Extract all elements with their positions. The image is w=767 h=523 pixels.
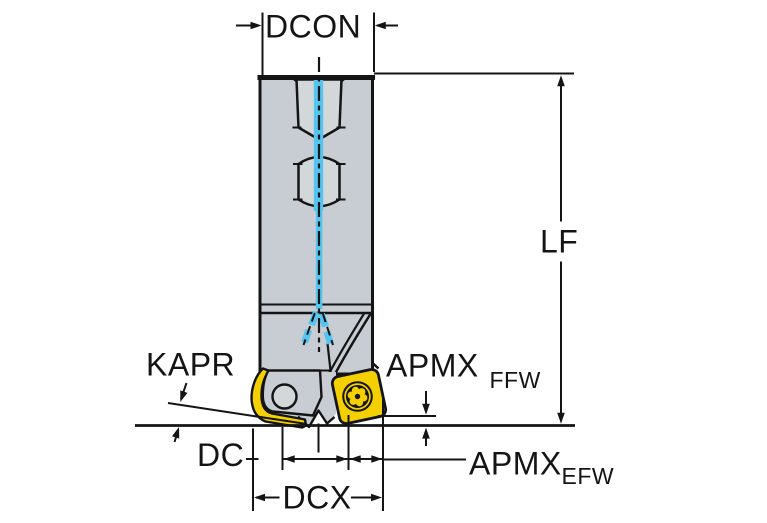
kapr-arrow-upper [180,390,188,402]
centerline [317,57,321,453]
dcon-label: DCON [265,9,361,45]
apmx-ffw-arrow-up [422,427,430,439]
right-insert [330,368,388,425]
apmx-ffw-dimension: APMX FFW [386,348,541,446]
head-corner-chamfer [371,361,380,370]
lf-dimension: LF [374,72,578,424]
lf-arrow-up [557,75,565,87]
dcx-extension-lines [252,399,384,511]
left-insert [250,367,323,429]
apmx-efw-label: APMX [469,446,562,482]
dc-arrow-left [283,455,295,463]
apmx-efw-arrow-left [349,455,361,463]
torx-screw [342,381,373,412]
coolant-branch-right [318,312,334,345]
dcx-label: DCX [283,480,352,516]
kapr-arrow-lower [171,427,180,439]
torx-screw-rim [344,383,371,410]
bottom-reference [135,415,575,427]
kapr-angle-dimension: KAPR [146,347,306,443]
branch-centerline-right [321,313,334,346]
dc-dimension: DC [197,437,348,473]
dc-arrow-right [336,455,348,463]
insert-pocket-wall [326,343,333,376]
torx-star [347,386,368,407]
dcon-extension-lines [261,12,375,75]
screw-hole-counterbore-arc [272,400,294,410]
apmx-efw-subscript: EFW [562,463,615,489]
dcx-arrow-right [371,493,382,502]
apmx-efw-arrow-right [371,455,383,463]
apmx-ffw-subscript: FFW [490,367,541,393]
dc-label: DC [197,437,244,473]
branch-centerline-left [302,312,316,346]
apmx-efw-dimension: APMX EFW [349,446,615,489]
lf-label: LF [540,224,578,260]
kapr-label: KAPR [146,347,235,383]
torx-center-dot [354,393,361,400]
apmx-ffw-arrow-down [422,403,430,415]
lf-arrow-down [557,412,565,424]
kapr-edge-line [167,402,306,425]
screw-2-shoulder-ticks [293,163,346,201]
dcon-arrow-right [374,21,386,30]
dcon-dimension: DCON [236,9,398,75]
dcx-dimension: DCX [252,399,384,516]
dcon-arrow-left [250,21,262,30]
dcx-arrow-left [254,493,265,502]
apmx-ffw-label: APMX [386,348,479,384]
